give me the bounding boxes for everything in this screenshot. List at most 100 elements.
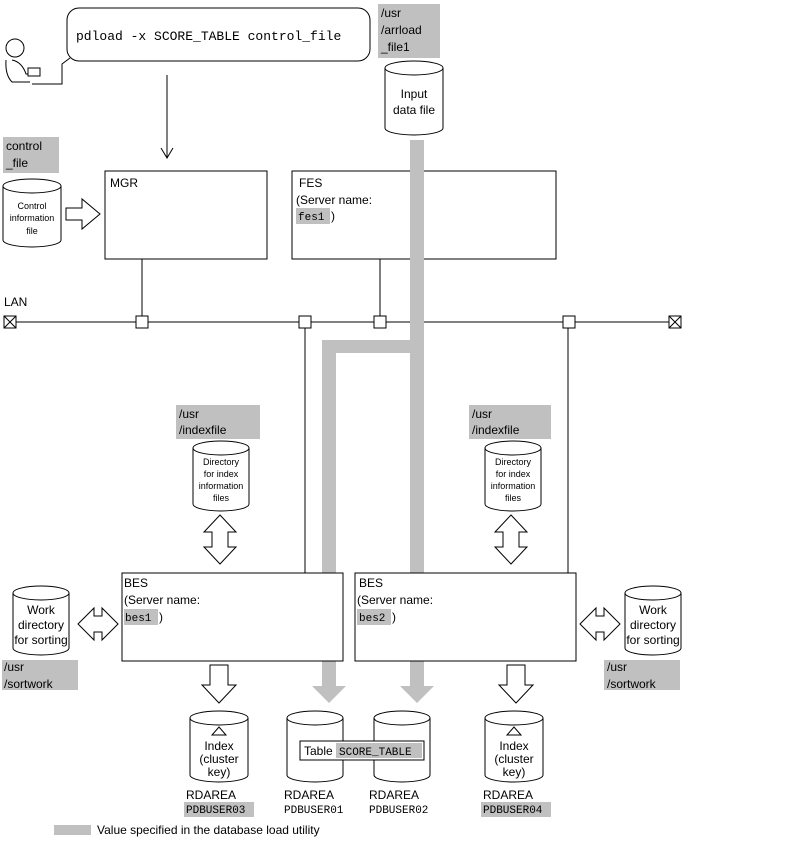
command-text: pdload -x SCORE_TABLE control_file — [76, 29, 341, 44]
bes2-work-dir-label-line-3: for sorting — [626, 633, 679, 647]
lan-right-terminator — [668, 315, 682, 329]
bes1-index-dir-path-line-1: /usr — [179, 407, 199, 421]
bes1-index-dir-cylinder — [192, 440, 250, 512]
rdarea-pdbuser04-prefix: RDAREA — [483, 788, 533, 802]
bes2-work-dir-double-arrow — [579, 606, 621, 642]
bes2-work-dir-cylinder — [624, 585, 682, 656]
bes1-index-dir-path-line-2: /indexfile — [179, 423, 227, 437]
bes1-to-index-arrow — [200, 664, 238, 704]
input-data-file-cylinder — [384, 60, 444, 136]
rdarea-pdbuser04-name: PDBUSER04 — [483, 805, 543, 817]
bes1-work-dir-label-line-3: for sorting — [14, 633, 67, 647]
rdarea-pdbuser02-prefix: RDAREA — [369, 788, 419, 802]
bes1-lan-node — [298, 315, 312, 329]
rdarea-pdbuser04-cluster-marker — [505, 726, 523, 736]
mgr-label: MGR — [110, 176, 138, 190]
control-file-path-line-1: control — [6, 139, 42, 153]
mgr-lan-node — [135, 315, 149, 329]
rdarea-pdbuser03-content-line-2: (cluster — [199, 752, 238, 766]
control-file-path-highlight — [3, 137, 59, 173]
bes1-box — [121, 572, 344, 662]
rdarea-pdbuser04-cylinder — [484, 710, 544, 783]
control-file-to-mgr-arrow — [65, 197, 101, 231]
input-file-label-line-2: data file — [393, 103, 435, 117]
rdarea-pdbuser04-content-line-2: (cluster — [494, 752, 533, 766]
bes1-work-dir-cylinder — [12, 585, 70, 656]
rdarea-pdbuser03-prefix: RDAREA — [186, 788, 236, 802]
input-file-label-line-1: Input — [401, 87, 428, 101]
bes2-work-dir-label-line-2: directory — [630, 618, 676, 632]
lan-label: LAN — [4, 295, 27, 309]
bes1-server-name-highlight — [124, 609, 158, 625]
bes1-index-dir-label-line-3: information — [199, 481, 244, 491]
input-file-path-line-2: /arrload — [381, 23, 422, 37]
control-file-label-line-1: Control — [17, 201, 46, 211]
bes2-label: BES — [359, 576, 383, 590]
legend-label: Value specified in the database load uti… — [97, 823, 320, 837]
bes2-server-name: bes2 — [359, 613, 385, 625]
fes-close-paren: ) — [331, 209, 335, 223]
command-bubble — [66, 7, 371, 62]
rdarea-pdbuser04-content-line-3: key) — [503, 765, 526, 779]
rdarea-pdbuser02-name: PDBUSER02 — [369, 805, 428, 817]
rdarea-pdbuser03-cluster-marker — [210, 726, 228, 736]
bes2-work-dir-path-line-1: /usr — [607, 660, 627, 674]
score-table-name-highlight — [336, 743, 422, 758]
bes2-index-dir-label-line-1: Directory — [495, 457, 532, 467]
bes2-index-dir-double-arrow — [493, 514, 529, 565]
mgr-box — [104, 170, 268, 260]
legend-swatch — [54, 825, 91, 835]
rdarea-pdbuser03-name: PDBUSER03 — [186, 805, 245, 817]
operator-icon — [5, 38, 71, 85]
input-file-path-highlight — [378, 4, 440, 58]
rdarea-pdbuser01-name: PDBUSER01 — [284, 805, 344, 817]
bes1-work-dir-path-line-1: /usr — [4, 660, 24, 674]
bes1-work-dir-label-line-2: directory — [18, 618, 64, 632]
bes1-close-paren: ) — [159, 610, 163, 624]
rdarea-pdbuser01-prefix: RDAREA — [284, 788, 334, 802]
input-file-path-line-1: /usr — [381, 6, 401, 20]
rdarea-pdbuser03-content-line-1: Index — [204, 739, 233, 753]
bes2-index-dir-cylinder — [484, 440, 542, 512]
fes-label: FES — [299, 176, 322, 190]
bes2-server-name-label: (Server name: — [357, 593, 433, 607]
bes2-work-dir-path-highlight — [604, 660, 680, 690]
rdarea-pdbuser03-cylinder — [189, 710, 249, 783]
command-to-mgr-arrow — [160, 75, 174, 159]
bes2-work-dir-label-line-1: Work — [639, 603, 668, 617]
control-file-label-line-3: file — [26, 226, 38, 236]
input-file-path-line-3: _file1 — [380, 40, 410, 54]
bes2-work-dir-path-line-2: /sortwork — [607, 677, 657, 691]
bes2-index-dir-label-line-4: files — [505, 493, 522, 503]
bes1-index-dir-label-line-1: Directory — [203, 457, 240, 467]
fes-server-name-label: (Server name: — [296, 193, 372, 207]
rdarea-pdbuser03-name-highlight — [184, 802, 254, 817]
bes2-lan-node — [562, 315, 576, 329]
control-file-cylinder — [2, 178, 62, 248]
bes2-index-dir-path-line-2: /indexfile — [472, 423, 520, 437]
bes1-index-dir-double-arrow — [202, 514, 238, 565]
bes1-work-dir-label-line-1: Work — [27, 603, 56, 617]
bes2-index-dir-path-line-1: /usr — [472, 407, 492, 421]
bes2-close-paren: ) — [392, 610, 396, 624]
rdarea-pdbuser04-name-highlight — [481, 802, 551, 817]
score-table-name: SCORE_TABLE — [339, 747, 412, 759]
bes1-index-dir-label-line-2: for index — [204, 469, 239, 479]
bes1-work-dir-double-arrow — [77, 606, 119, 642]
lan-left-terminator — [3, 315, 17, 329]
bes2-to-index-arrow — [497, 664, 535, 704]
score-table-label: Table — [304, 744, 333, 758]
bes1-work-dir-path-highlight — [2, 660, 78, 690]
bes2-server-name-highlight — [357, 609, 391, 625]
bes2-box — [354, 572, 577, 662]
bes2-index-dir-path-highlight — [469, 405, 551, 439]
rdarea-pdbuser04-content-line-1: Index — [499, 739, 528, 753]
bes1-work-dir-path-line-2: /sortwork — [4, 677, 54, 691]
bes1-server-name-label: (Server name: — [124, 593, 200, 607]
control-file-path-line-2: _file — [5, 156, 28, 170]
bes1-server-name: bes1 — [125, 613, 152, 625]
bes1-index-dir-path-highlight — [176, 405, 260, 439]
control-file-label-line-2: information — [10, 213, 55, 223]
bes1-label: BES — [124, 576, 148, 590]
fes-lan-node — [373, 315, 387, 329]
